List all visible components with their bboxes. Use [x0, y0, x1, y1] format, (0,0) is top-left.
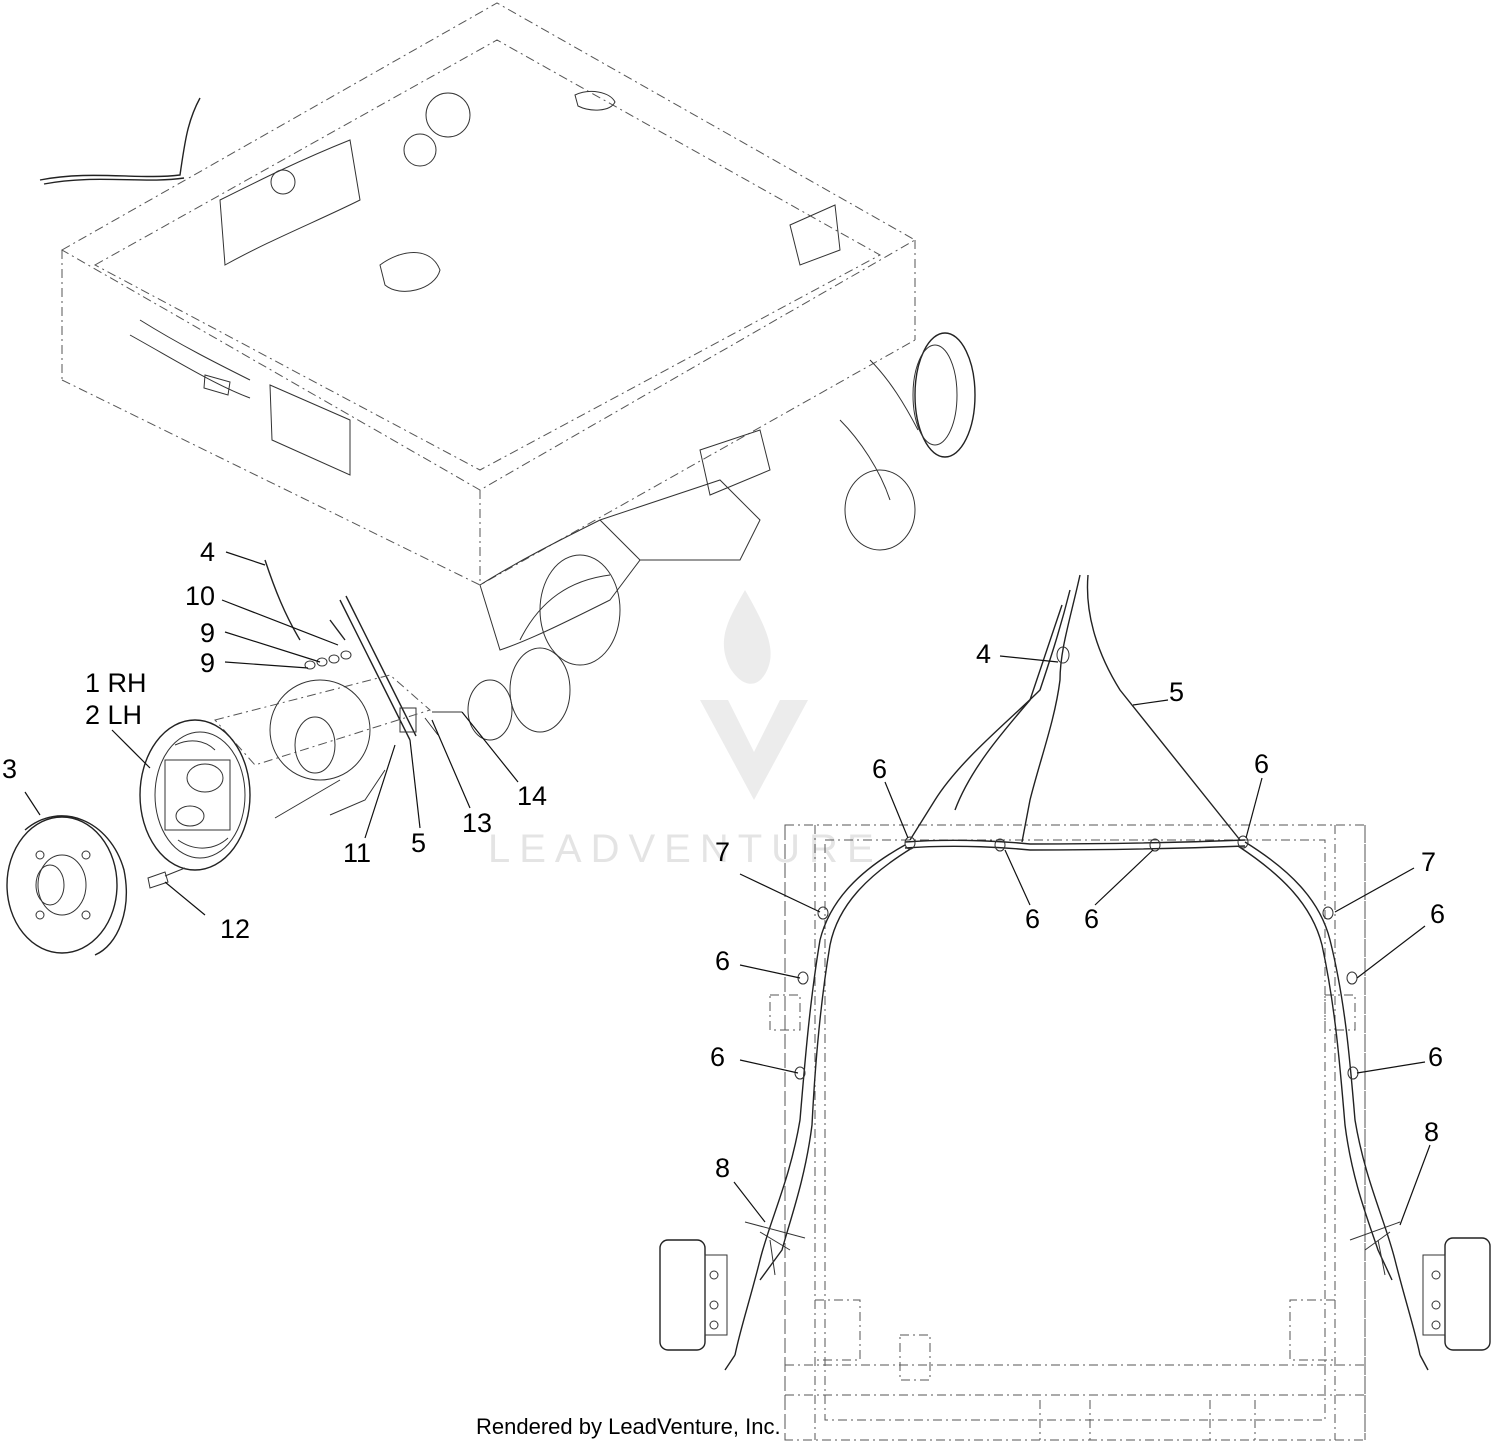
bolt-12	[147, 867, 186, 889]
callout-8-left: 8	[715, 1153, 730, 1183]
frame-top-view	[659, 824, 1491, 1441]
brake-drum	[6, 815, 127, 956]
callout-6-d: 6	[1084, 904, 1099, 934]
callout-6-b: 6	[1254, 749, 1269, 779]
render-credit: Rendered by LeadVenture, Inc.	[476, 1414, 781, 1439]
callout-3: 3	[2, 754, 17, 784]
callout-labels: 4 10 9 9 1 RH 2 LH 3 12 11 5 13 14 4 5 6…	[2, 537, 1445, 1183]
callout-7-left: 7	[715, 837, 730, 867]
callout-5-upper: 5	[411, 828, 426, 858]
callout-13: 13	[462, 808, 492, 838]
watermark-logo: LEADVENTURE	[488, 590, 883, 871]
brake-shoe-assembly	[139, 719, 251, 871]
callout-6-c: 6	[1025, 904, 1040, 934]
callout-4-upper: 4	[200, 537, 215, 567]
callout-5-lower: 5	[1169, 677, 1184, 707]
callout-2-lh: 2 LH	[85, 700, 142, 730]
watermark-text: LEADVENTURE	[488, 827, 883, 871]
callout-9-a: 9	[200, 618, 215, 648]
leader-lines	[24, 551, 1431, 1226]
callout-6-e: 6	[715, 946, 730, 976]
callout-6-h: 6	[1428, 1042, 1443, 1072]
callout-6-f: 6	[1430, 899, 1445, 929]
washers	[304, 650, 352, 670]
callout-8-right: 8	[1424, 1117, 1439, 1147]
chassis-frame-illustration	[39, 2, 976, 819]
callout-12: 12	[220, 914, 250, 944]
callout-1-rh: 1 RH	[85, 668, 147, 698]
callout-7-right: 7	[1421, 847, 1436, 877]
callout-4-lower: 4	[976, 639, 991, 669]
callout-11: 11	[343, 838, 371, 868]
callout-6-a: 6	[872, 754, 887, 784]
brake-cables	[724, 574, 1429, 1371]
callout-10: 10	[185, 581, 215, 611]
callout-14: 14	[517, 781, 547, 811]
callout-9-b: 9	[200, 648, 215, 678]
callout-6-g: 6	[710, 1042, 725, 1072]
